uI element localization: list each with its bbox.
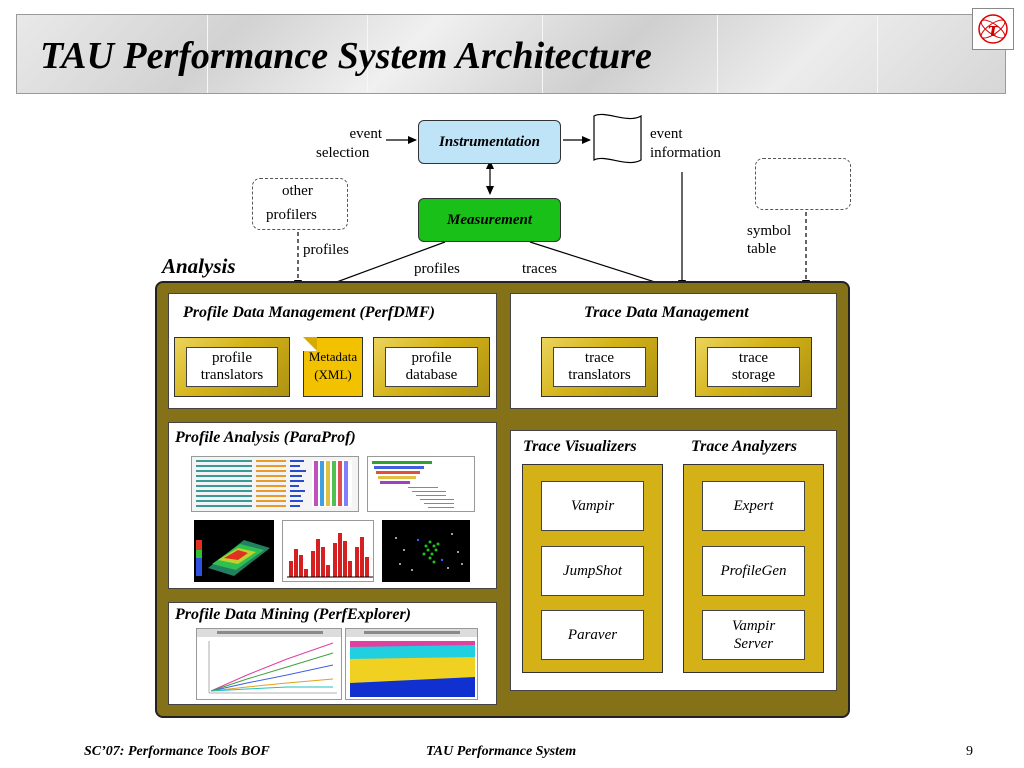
profiles-side-label: profiles bbox=[303, 242, 349, 258]
profilegen-tool: ProfileGen bbox=[702, 546, 805, 596]
trace-translators-label-2: translators bbox=[568, 367, 631, 383]
event-information-label-2: information bbox=[650, 145, 721, 161]
symbol-table-box bbox=[755, 158, 851, 210]
event-information-document bbox=[593, 113, 642, 164]
metadata-xml-document: Metadata (XML) bbox=[303, 337, 363, 397]
tau-logo-icon: τ bbox=[972, 8, 1014, 50]
instrumentation-box: Instrumentation bbox=[418, 120, 561, 164]
trace-analyzers-title: Trace Analyzers bbox=[691, 438, 797, 455]
other-profilers-label-1: other bbox=[282, 183, 313, 199]
vampir-tool: Vampir bbox=[541, 481, 644, 531]
trace-visualizers-title: Trace Visualizers bbox=[523, 438, 637, 455]
paraprof-histogram-thumbnail bbox=[282, 520, 374, 582]
measurement-box: Measurement bbox=[418, 198, 561, 242]
paraprof-scatter-3d-thumbnail bbox=[382, 520, 470, 582]
jumpshot-tool: JumpShot bbox=[541, 546, 644, 596]
trace-storage-label-2: storage bbox=[731, 367, 776, 383]
other-profilers-label-2: profilers bbox=[266, 207, 317, 223]
footer-center: TAU Performance System bbox=[426, 744, 577, 759]
slide-number: 9 bbox=[966, 744, 973, 759]
profiles-edge-label: profiles bbox=[414, 261, 460, 277]
title-banner bbox=[16, 14, 1006, 94]
paraprof-bar-chart-thumbnail bbox=[191, 456, 359, 512]
symbol-table-label-2: table bbox=[747, 241, 777, 257]
banner-seam bbox=[367, 15, 368, 93]
analysis-label: Analysis bbox=[162, 254, 236, 278]
banner-seam bbox=[207, 15, 208, 93]
banner-seam bbox=[717, 15, 718, 93]
traces-edge-label: traces bbox=[522, 261, 557, 277]
trace-storage-label-1: trace bbox=[738, 350, 769, 366]
profile-data-mining-title: Profile Data Mining (PerfExplorer) bbox=[175, 606, 411, 623]
metadata-label-2: (XML) bbox=[314, 367, 352, 382]
profile-database-label-1: profile bbox=[411, 350, 452, 366]
svg-text:τ: τ bbox=[988, 16, 999, 41]
vampir-server-tool: Vampir Server bbox=[702, 610, 805, 660]
banner-seam bbox=[542, 15, 543, 93]
profile-translators-label-1: profile bbox=[212, 350, 252, 366]
profile-database-label-2: database bbox=[405, 367, 458, 383]
perfexplorer-stacked-area-thumbnail bbox=[345, 628, 478, 700]
banner-seam bbox=[877, 15, 878, 93]
other-profilers-box bbox=[252, 178, 348, 230]
profile-analysis-title: Profile Analysis (ParaProf) bbox=[175, 429, 356, 446]
paraprof-3d-surface-thumbnail bbox=[194, 520, 274, 582]
vampir-server-label-1: Vampir bbox=[731, 618, 776, 634]
paraprof-function-list-thumbnail bbox=[367, 456, 475, 512]
event-selection-label-1: event bbox=[349, 126, 382, 142]
footer-left: SC’07: Performance Tools BOF bbox=[84, 744, 270, 759]
metadata-label-1: Metadata bbox=[308, 349, 358, 364]
expert-tool: Expert bbox=[702, 481, 805, 531]
page-title: TAU Performance System Architecture bbox=[40, 35, 652, 77]
perfexplorer-line-chart-thumbnail bbox=[196, 628, 342, 700]
trace-data-management-title: Trace Data Management bbox=[584, 304, 749, 321]
trace-translators-label-1: trace bbox=[584, 350, 615, 366]
vampir-server-label-2: Server bbox=[733, 636, 774, 652]
event-information-label-1: event bbox=[650, 126, 683, 142]
paraver-tool: Paraver bbox=[541, 610, 644, 660]
profile-data-management-title: Profile Data Management (PerfDMF) bbox=[183, 304, 435, 321]
profile-translators-label-2: translators bbox=[200, 367, 264, 383]
event-selection-label-2: selection bbox=[316, 145, 370, 161]
symbol-table-label-1: symbol bbox=[747, 223, 792, 239]
